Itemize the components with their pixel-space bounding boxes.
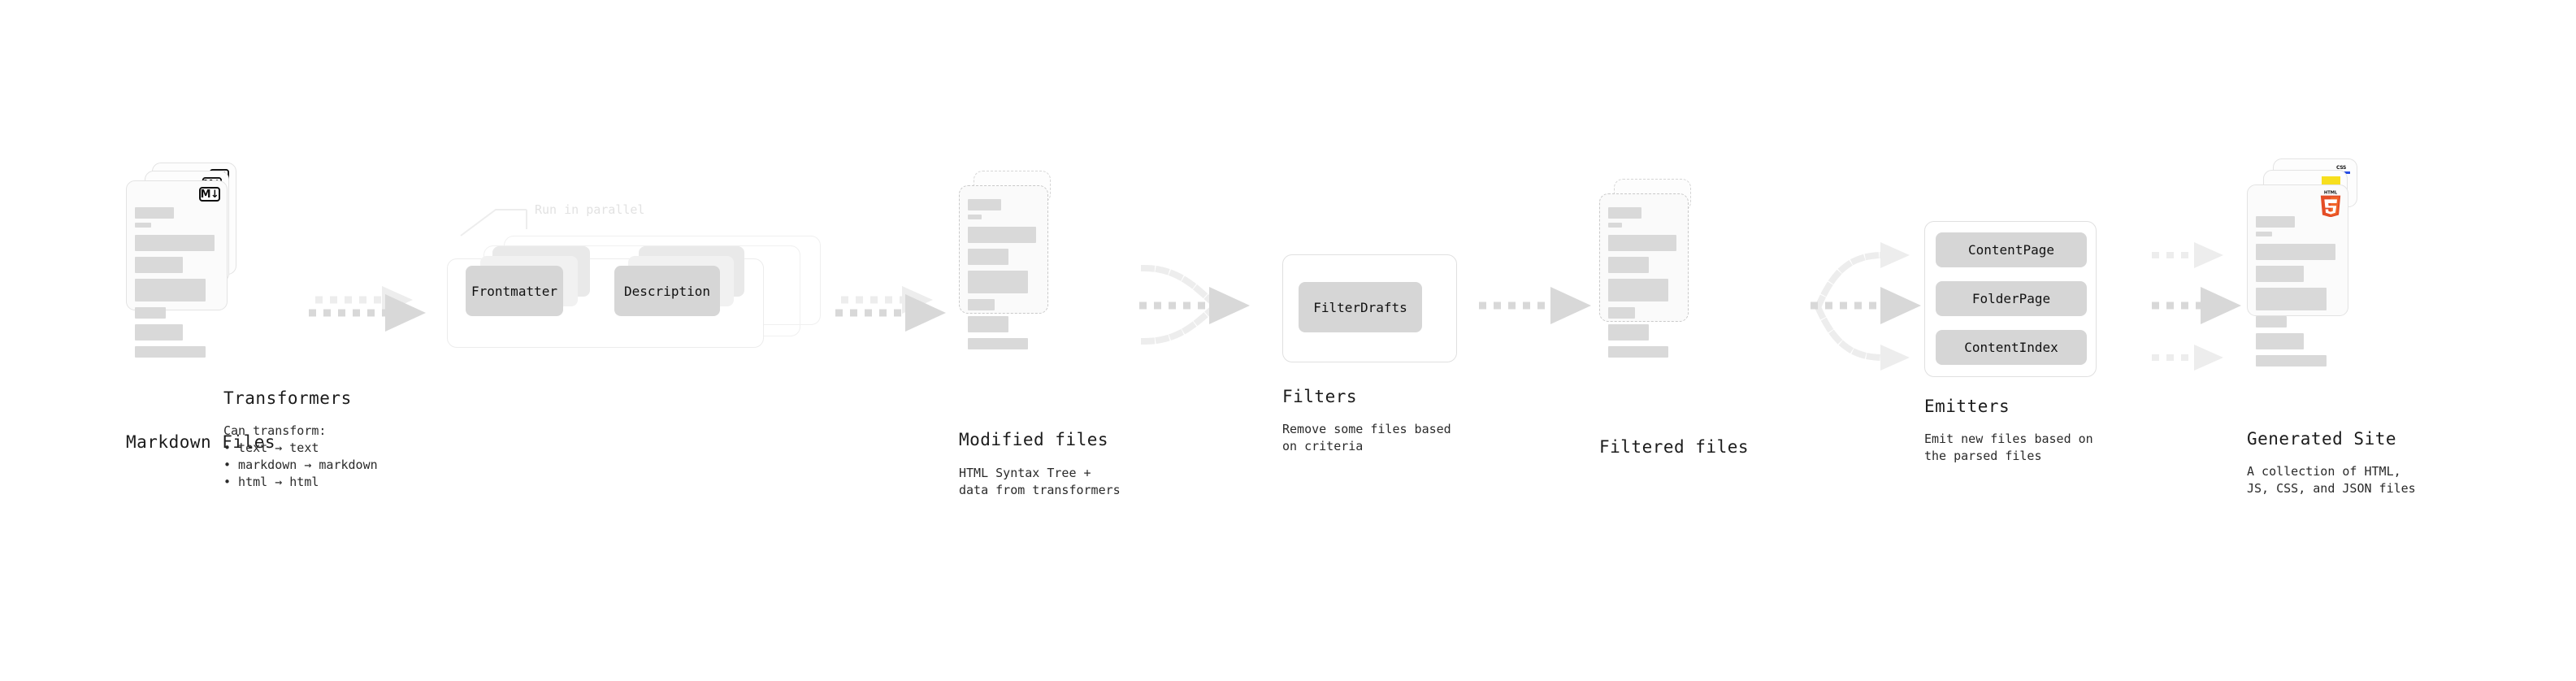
arrow-modified-to-filters bbox=[1139, 264, 1250, 345]
arrow-emitters-to-site bbox=[2152, 242, 2241, 371]
desc-emitters: Emit new files based on the parsed files bbox=[1924, 432, 2093, 463]
label-markdown-files: Markdown Files bbox=[126, 432, 276, 452]
svg-text:HTML: HTML bbox=[2324, 190, 2338, 195]
chip-frontmatter[interactable]: Frontmatter bbox=[466, 266, 563, 316]
label-run-in-parallel: Run in parallel bbox=[535, 202, 645, 217]
file-content-lines bbox=[1608, 207, 1680, 362]
css-badge-label: CSS bbox=[2336, 165, 2346, 171]
html5-badge: HTML bbox=[2320, 190, 2341, 217]
arrow-filters-to-filtered bbox=[1479, 287, 1591, 324]
label-modified-files: Modified files bbox=[959, 430, 1109, 449]
label-generated-site: Generated Site bbox=[2247, 429, 2397, 449]
desc-modified-files: HTML Syntax Tree + data from transformer… bbox=[959, 466, 1121, 497]
file-content-lines bbox=[968, 199, 1039, 354]
filters-box: FilterDrafts bbox=[1282, 254, 1457, 362]
emitters-box: ContentPage FolderPage ContentIndex bbox=[1924, 221, 2097, 377]
label-transformers: Transformers bbox=[223, 388, 352, 408]
file-content-lines bbox=[2256, 216, 2340, 371]
arrow-transformers-to-modified bbox=[835, 286, 946, 332]
label-filtered-files: Filtered files bbox=[1599, 437, 1750, 457]
desc-transformers: Can transform: • text → text • markdown … bbox=[223, 423, 378, 489]
modified-file-card-front bbox=[959, 185, 1048, 349]
arrow-markdown-to-transformers bbox=[309, 286, 426, 332]
chip-folderpage[interactable]: FolderPage bbox=[1936, 281, 2087, 316]
file-content-lines bbox=[135, 207, 219, 362]
html-file-card: HTML bbox=[2247, 184, 2348, 367]
chip-description[interactable]: Description bbox=[614, 266, 720, 316]
chip-contentpage[interactable]: ContentPage bbox=[1936, 232, 2087, 267]
markdown-badge: M↓ bbox=[199, 187, 220, 202]
label-filters: Filters bbox=[1282, 387, 1358, 406]
markdown-file-card-front: M↓ bbox=[126, 180, 228, 358]
chip-contentindex[interactable]: ContentIndex bbox=[1936, 330, 2087, 365]
desc-filters: Remove some files based on criteria bbox=[1282, 422, 1451, 453]
arrow-filtered-to-emitters bbox=[1811, 242, 1921, 371]
label-emitters: Emitters bbox=[1924, 397, 2010, 416]
filtered-file-card-front bbox=[1599, 193, 1689, 358]
chip-filterdrafts[interactable]: FilterDrafts bbox=[1299, 282, 1422, 332]
run-in-parallel-pointer bbox=[460, 209, 527, 236]
desc-generated-site: A collection of HTML, JS, CSS, and JSON … bbox=[2247, 464, 2416, 496]
transformer-group-front: Frontmatter Description bbox=[447, 246, 764, 348]
